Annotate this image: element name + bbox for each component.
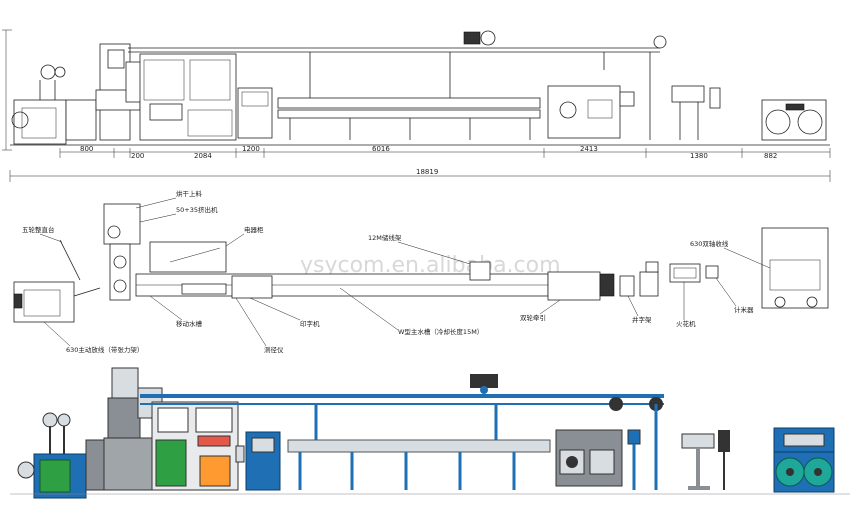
elevation-view: 800 200 2084 1200 6016 2413 1380 882 188… <box>2 29 831 182</box>
dim-1380: 1380 <box>690 152 708 160</box>
dim-total: 18819 <box>416 168 438 176</box>
plan-spark <box>669 263 701 283</box>
dim-882: 882 <box>764 152 777 160</box>
label-main-trough: W型主水槽（冷却长度15M） <box>398 327 483 336</box>
elevation-takeup <box>761 99 827 141</box>
elevation-payoff <box>11 64 97 145</box>
dim-800: 800 <box>80 145 93 153</box>
label-dryer-loader: 烘干上料 <box>176 189 203 198</box>
dim-6016: 6016 <box>372 145 390 153</box>
dim-200: 200 <box>131 152 144 160</box>
label-dual-payoff: 五轮整直台 <box>22 225 55 234</box>
label-gauge: 测径仪 <box>264 345 284 354</box>
render-extruder <box>103 367 163 491</box>
dimension-row: 800 200 2084 1200 6016 2413 1380 882 188… <box>9 145 831 182</box>
render-trough <box>287 439 551 490</box>
elevation-troughs <box>277 52 541 140</box>
label-takeup: 630双轴收线 <box>690 239 729 248</box>
label-active-payoff: 630主动放线（带张力架） <box>66 345 143 354</box>
elevation-printer <box>237 87 273 139</box>
label-well-frame: 井字架 <box>632 315 652 324</box>
label-spark: 火花机 <box>676 319 696 328</box>
dim-1200: 1200 <box>242 145 260 153</box>
render-view <box>10 367 850 499</box>
label-traction: 双轮牵引 <box>520 313 546 322</box>
elevation-spark <box>671 85 705 103</box>
render-caterpuller <box>555 429 641 490</box>
dim-2084: 2084 <box>194 152 212 160</box>
render-payoff <box>17 412 113 499</box>
label-extruder: 50+35挤出机 <box>176 205 218 214</box>
label-meter: 计米器 <box>734 305 754 314</box>
elevation-caterpuller <box>547 85 635 139</box>
elevation-cabinet <box>139 53 237 141</box>
label-cabinet: 电器柜 <box>244 225 264 234</box>
label-printer: 印字机 <box>300 319 320 328</box>
plan-takeup <box>761 227 829 309</box>
render-cabinet <box>151 401 239 491</box>
plan-dryer <box>103 203 141 245</box>
plan-traction <box>599 273 615 297</box>
label-capstan: 12M储线架 <box>368 233 402 242</box>
render-spark <box>681 430 730 490</box>
render-takeup <box>773 427 835 493</box>
dim-2413: 2413 <box>580 145 598 153</box>
label-movable-tank: 移动水槽 <box>176 319 203 328</box>
plan-view: 五轮整直台 烘干上料 50+35挤出机 电器柜 12M储线架 630双轴收线 6… <box>13 189 829 354</box>
